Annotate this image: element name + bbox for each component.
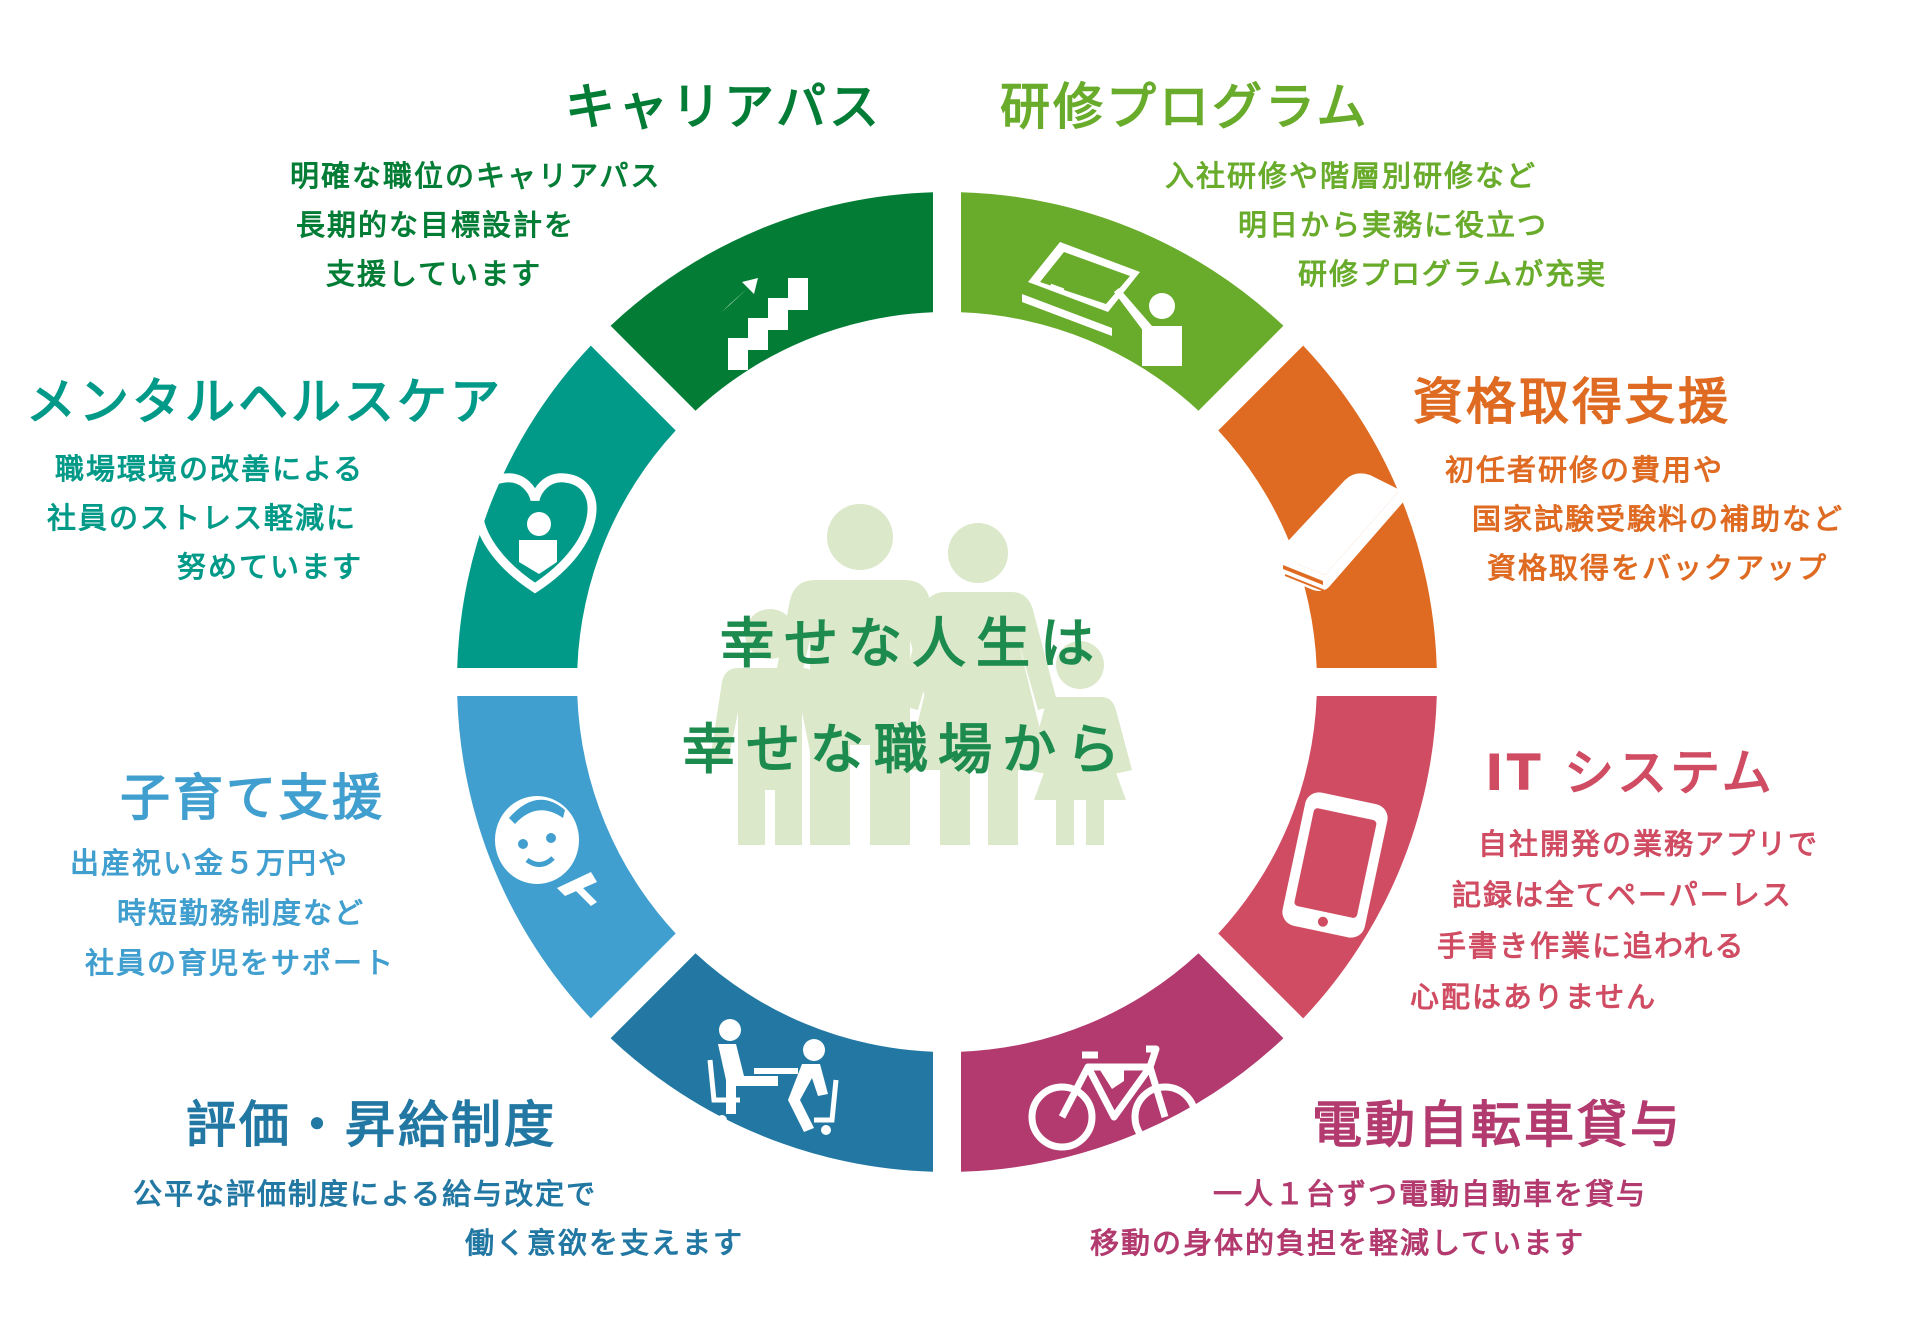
bicycle-title: 電動自転車貸与 [1312, 1096, 1683, 1154]
evaluation-segment [610, 953, 933, 1172]
smartphone-icon [1282, 792, 1388, 938]
childcare-line: 時短勤務制度など [117, 896, 366, 930]
training-line: 入社研修や階層別研修など [1165, 159, 1538, 193]
qualification-title: 資格取得支援 [1413, 373, 1731, 431]
training-line: 明日から実務に役立つ [1238, 208, 1549, 242]
mental-description: 職場環境の改善による 社員のストレス軽減に 努めています [47, 445, 365, 592]
book-icon [1268, 473, 1405, 592]
bicycle-line: 一人１台ずつ電動自動車を貸与 [1213, 1177, 1648, 1211]
it-title: IT システム [1485, 744, 1775, 802]
bicycle-description: 一人１台ずつ電動自動車を貸与 移動の身体的負担を軽減しています [1090, 1170, 1647, 1268]
qualification-line: 国家試験受験料の補助など [1472, 502, 1845, 536]
qualification-line: 初任者研修の費用や [1445, 453, 1725, 487]
it-line: 自社開発の業務アプリで [1478, 827, 1820, 861]
mental-segment [457, 345, 676, 668]
mental-line: 社員のストレス軽減に [47, 501, 358, 535]
childcare-title: 子育て支援 [120, 769, 385, 827]
it-line: 記録は全てペーパーレス [1452, 878, 1793, 912]
center-message-line1: 幸せな人生は [720, 612, 1104, 675]
heart-person-icon [473, 473, 597, 594]
qualification-line: 資格取得をバックアップ [1487, 551, 1829, 585]
family-silhouette-icon [710, 504, 1132, 845]
career-line: 明確な職位のキャリアパス [290, 159, 662, 193]
center-message-line2: 幸せな職場から [682, 718, 1130, 781]
childcare-description: 出産祝い金５万円や 時短勤務制度など 社員の育児をサポート [70, 838, 395, 988]
childcare-line: 出産祝い金５万円や [70, 846, 350, 880]
career-title: キャリアパス [565, 78, 882, 136]
bicycle-line: 移動の身体的負担を軽減しています [1090, 1226, 1586, 1260]
evaluation-line: 働く意欲を支えます [465, 1226, 745, 1260]
childcare-line: 社員の育児をサポート [85, 946, 396, 980]
evaluation-description: 公平な評価制度による給与改定で 働く意欲を支えます [133, 1170, 744, 1268]
mental-line: 努めています [177, 550, 364, 584]
it-line: 心配はありません [1410, 980, 1658, 1014]
career-line: 支援しています [326, 257, 543, 291]
mental-title: メンタルヘルスケア [26, 373, 503, 431]
bicycle-icon [1028, 1045, 1199, 1151]
mental-line: 職場環境の改善による [55, 452, 365, 486]
stairs-arrow-icon [722, 278, 808, 370]
training-line: 研修プログラムが充実 [1298, 257, 1608, 291]
training-title: 研修プログラム [1000, 78, 1370, 136]
teacher-whiteboard-icon [1022, 242, 1182, 366]
evaluation-line: 公平な評価制度による給与改定で [133, 1177, 598, 1211]
qualification-description: 初任者研修の費用や 国家試験受験料の補助など 資格取得をバックアップ [1445, 446, 1844, 593]
training-description: 入社研修や階層別研修など 明日から実務に役立つ 研修プログラムが充実 [1165, 152, 1607, 299]
bicycle-segment [961, 953, 1284, 1172]
evaluation-title: 評価・昇給制度 [186, 1096, 557, 1154]
it-description: 自社開発の業務アプリで 記録は全てペーパーレス 手書き作業に追われる 心配はあり… [1410, 819, 1819, 1023]
it-line: 手書き作業に追われる [1437, 929, 1746, 963]
career-line: 長期的な目標設計を [296, 208, 576, 242]
interview-icon [707, 1019, 839, 1135]
career-description: 明確な職位のキャリアパス 長期的な目標設計を 支援しています [290, 152, 661, 299]
baby-icon [495, 796, 597, 906]
